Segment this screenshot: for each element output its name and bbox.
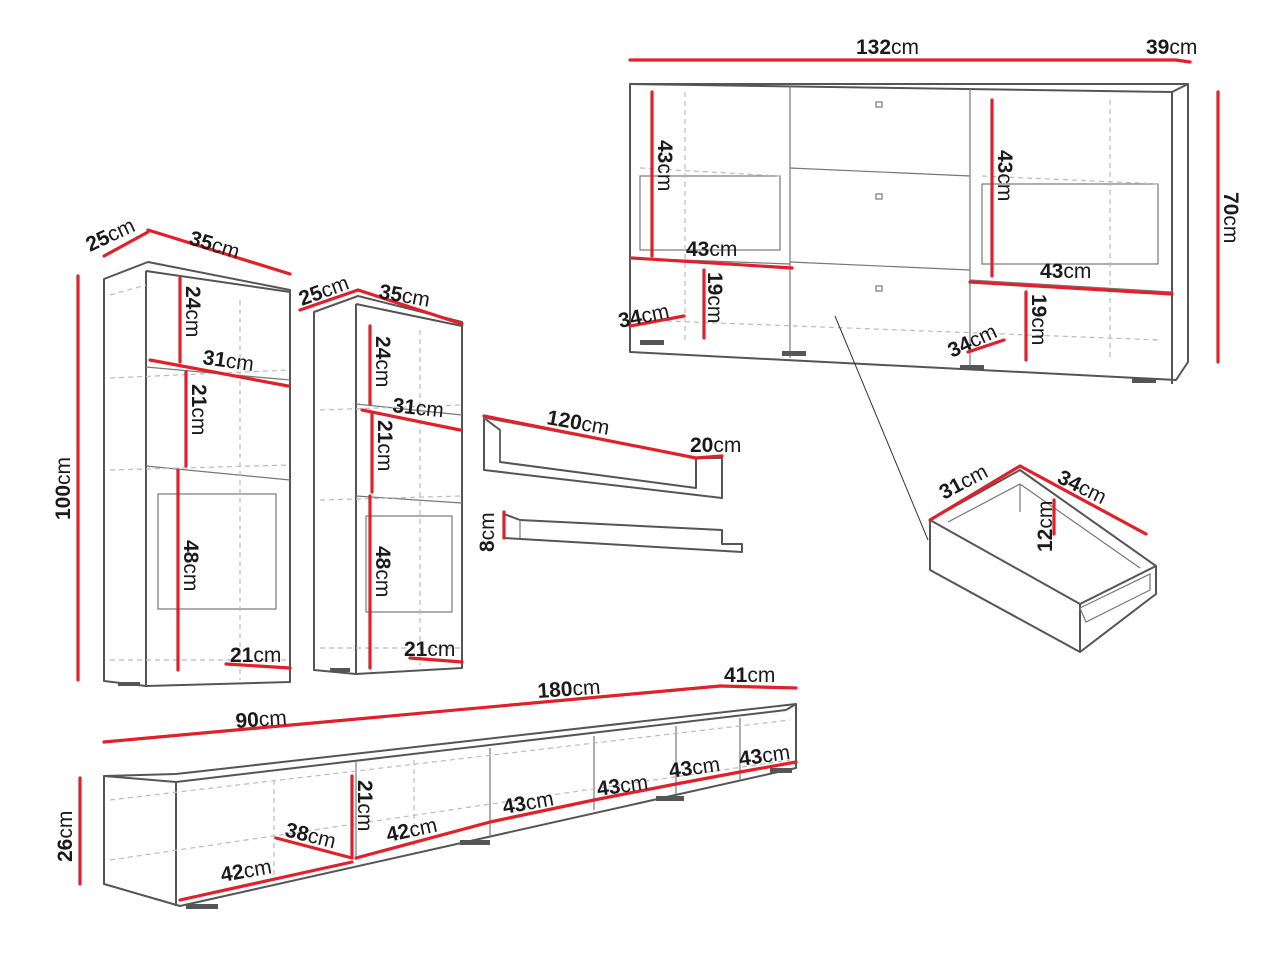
label-tv-comp-h: 21cm [353, 780, 376, 831]
label-rt-sec2: 21cm [373, 420, 396, 471]
label-tv-half: 90cm [235, 706, 288, 733]
label-rt-base: 21cm [404, 638, 455, 661]
label-drawer-width: 31cm [936, 460, 992, 504]
label-tv-depth: 41cm [724, 664, 775, 687]
label-rt-shelf-w: 31cm [391, 394, 444, 422]
label-lt-sec1: 24cm [181, 286, 204, 337]
label-sb-left-drawer-h: 19cm [703, 272, 726, 323]
label-sb-right-comp-h: 43cm [993, 150, 1016, 201]
left-tall-cabinet [103, 261, 291, 687]
label-tv-w6: 43cm [737, 741, 791, 771]
label-lt-base: 21cm [230, 644, 281, 667]
label-rt-depth: 25cm [296, 272, 352, 311]
label-sb-depth: 39cm [1146, 36, 1197, 59]
label-sb-right-drawer-d: 34cm [944, 320, 1000, 363]
right-tall-cabinet [313, 295, 463, 675]
label-lt-height: 100cm [52, 457, 75, 520]
label-drawer-height: 12cm [1034, 501, 1057, 552]
label-shelf-length: 120cm [545, 406, 611, 440]
label-tv-comp-d: 38cm [283, 819, 338, 854]
label-lt-sec2: 21cm [187, 384, 210, 435]
label-lt-width: 35cm [187, 227, 243, 264]
label-sb-height: 70cm [1219, 192, 1242, 243]
label-tv-w5: 43cm [667, 753, 721, 783]
label-rt-width: 35cm [377, 280, 432, 312]
label-sb-left-comp-h: 43cm [653, 140, 676, 191]
label-sb-right-drawer-h: 19cm [1027, 294, 1050, 345]
label-sb-left-drawer-d: 34cm [616, 300, 671, 333]
label-tv-w2: 42cm [384, 814, 439, 847]
label-sb-width: 132cm [856, 36, 919, 59]
label-lt-shelf-w: 31cm [201, 346, 255, 376]
drawer [929, 469, 1157, 653]
label-rt-sec1: 24cm [371, 336, 394, 387]
label-tv-total: 180cm [537, 676, 601, 703]
label-tv-height: 26cm [54, 811, 77, 862]
label-tv-w3: 43cm [501, 787, 556, 819]
tv-stand [103, 703, 797, 909]
label-shelf-height: 8cm [476, 512, 499, 552]
label-shelf-depth: 20cm [690, 434, 741, 457]
label-rt-sec3: 48cm [371, 546, 394, 597]
label-tv-w1: 42cm [219, 855, 274, 887]
label-lt-sec3: 48cm [179, 540, 202, 591]
dimension-labels: 25cm 35cm 100cm 24cm 31cm 21cm 48cm 21cm… [52, 36, 1242, 887]
label-drawer-depth: 34cm [1054, 466, 1110, 509]
label-sb-right-comp-w: 43cm [1040, 260, 1091, 283]
sideboard [629, 83, 1189, 541]
label-tv-w4: 43cm [595, 771, 649, 801]
dimension-lines [76, 58, 1220, 902]
label-lt-depth: 25cm [82, 214, 138, 257]
label-sb-left-comp-w: 43cm [686, 238, 737, 261]
